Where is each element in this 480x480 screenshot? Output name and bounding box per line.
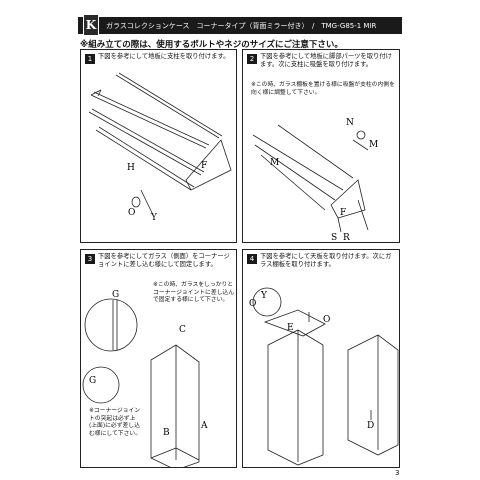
step-4-header: 4 下図を参考にして天板を取り付けます。次にガラス棚板を取り付けます。 <box>247 253 395 269</box>
step-2-label-s: S <box>331 233 337 243</box>
step-3-header: 3 下図を参考にしてガラス（側面）をコーナージョイントに差し込む様にして固定しま… <box>85 253 232 269</box>
step-3-panel: 3 下図を参考にしてガラス（側面）をコーナージョイントに差し込む様にして固定しま… <box>80 249 237 468</box>
step-3-note-2: ※コーナージョイントの突起は必ず上(上面)に必ず差し込む様にして下さい。 <box>89 408 141 437</box>
page-number: 3 <box>395 469 400 477</box>
step-1-label-f: F <box>201 161 207 171</box>
step-3-number: 3 <box>85 254 95 264</box>
header-bar: ガラスコレクションケース コーナータイプ（背面ミラー付き） / TMG-G85-… <box>78 17 402 34</box>
step-1-text: 下図を参考にして地板に支柱を取り付けます。 <box>98 53 230 60</box>
step-4-number: 4 <box>247 254 257 264</box>
step-2-illustration: N M M F S R <box>252 118 378 243</box>
step-3-note: ※この時、ガラスをしっかりとコーナージョイントに差し込んで固定する様にして下さい… <box>153 282 235 303</box>
step-4-label-d: D <box>367 421 374 431</box>
header-title: ガラスコレクションケース コーナータイプ（背面ミラー付き） / TMG-G85-… <box>106 21 377 30</box>
step-3-label-b: B <box>163 428 170 438</box>
step-2-header: 2 下図を参考にして地板に脚部パーツを取り付けます。次に支柱に吸盤を取り付けます… <box>247 53 395 69</box>
step-4-label-y: Y <box>260 291 268 301</box>
step-4-illustration: Y O O E D <box>249 287 399 466</box>
step-3-text: 下図を参考にしてガラス（側面）をコーナージョイントに差し込む様にして固定します。 <box>98 253 230 268</box>
step-3-label-a: A <box>200 421 208 431</box>
step-1-label-h: H <box>127 163 135 173</box>
step-3-label-c: C <box>179 325 186 335</box>
step-2-label-m2: M <box>270 158 279 168</box>
step-3-label-g2: G <box>89 376 96 386</box>
step-1-header: 1 下図を参考にして地板に支柱を取り付けます。 <box>85 53 232 64</box>
step-1-label-y: Y <box>150 213 158 223</box>
step-2-text: 下図を参考にして地板に脚部パーツを取り付けます。次に支柱に吸盤を取り付けます。 <box>260 53 392 68</box>
step-2-label-n: N <box>346 118 354 128</box>
step-3-illustration: G G C A B <box>82 290 208 467</box>
step-4-label-o1: O <box>249 299 256 309</box>
step-4-label-e: E <box>287 323 294 333</box>
step-2-label-r: R <box>343 233 350 243</box>
step-2-label-f: F <box>340 208 346 218</box>
step-1-illustration: H F O Y <box>88 72 232 223</box>
step-3-label-g1: G <box>112 290 119 300</box>
step-1-label-o: O <box>128 208 135 218</box>
step-4-label-o2: O <box>323 315 330 325</box>
step-1-panel: 1 下図を参考にして地板に支柱を取り付けます。 H F O Y <box>80 49 237 243</box>
assembly-warning: ※組み立ての際は、使用するボルトやネジのサイズにご注意下さい。 <box>80 40 343 50</box>
step-4-text: 下図を参考にして天板を取り付けます。次にガラス棚板を取り付けます。 <box>260 253 392 268</box>
step-2-note: ※この時、ガラス棚板を置ける様に吸盤が支柱の内側を向く様に調整して下さい。 <box>251 82 395 96</box>
step-2-number: 2 <box>247 54 257 64</box>
brand-logo: K <box>83 14 99 36</box>
step-4-panel: 4 下図を参考にして天板を取り付けます。次にガラス棚板を取り付けます。 Y O … <box>242 249 400 468</box>
step-1-number: 1 <box>85 54 95 64</box>
step-2-panel: 2 下図を参考にして地板に脚部パーツを取り付けます。次に支柱に吸盤を取り付けます… <box>242 49 400 243</box>
step-2-label-m1: M <box>369 140 378 150</box>
